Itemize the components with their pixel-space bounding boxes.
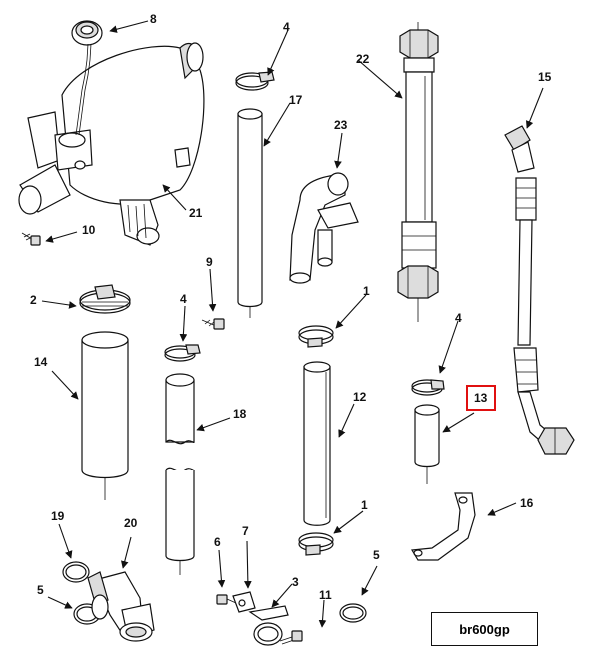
callout-5-left: 5 — [37, 583, 44, 597]
part-2-hose-clamp — [79, 284, 131, 314]
callout-2: 2 — [30, 293, 37, 307]
part-7-clip — [232, 591, 256, 613]
part-4-clamp-middle — [164, 344, 201, 362]
callout-15: 15 — [538, 70, 552, 84]
part-1-clamp-lower — [298, 532, 334, 556]
callout-12: 12 — [353, 390, 367, 404]
callout-4-right: 4 — [455, 311, 462, 325]
part-15-braided-hose — [504, 125, 575, 455]
part-1-clamp-upper — [298, 325, 334, 348]
callout-22: 22 — [356, 52, 370, 66]
part-9-screw — [201, 318, 225, 330]
callout-20: 20 — [124, 516, 138, 530]
callout-8: 8 — [150, 12, 157, 26]
callout-6: 6 — [214, 535, 221, 549]
part-4-clamp-top — [235, 71, 275, 91]
part-14-tube — [81, 331, 129, 500]
part-20-elbow-fitting — [87, 571, 155, 642]
part-5-o-ring-right — [339, 603, 367, 623]
callout-11: 11 — [319, 588, 332, 602]
part-13-short-tube — [414, 404, 440, 484]
part-3-p-clamp — [248, 605, 289, 646]
callout-23: 23 — [334, 118, 348, 132]
callout-13[interactable]: 13 — [474, 391, 488, 405]
part-11-bolt — [279, 630, 303, 645]
part-19-o-ring — [62, 561, 90, 583]
callout-21: 21 — [189, 206, 203, 220]
part-23-bracketed-tube — [289, 172, 359, 284]
part-16-bracket — [410, 492, 476, 561]
part-21-air-cleaner-housing — [18, 42, 205, 246]
callout-9: 9 — [206, 255, 213, 269]
callout-10: 10 — [82, 223, 96, 237]
part-4-clamp-right — [411, 379, 445, 396]
callout-1-lower: 1 — [361, 498, 368, 512]
part-12-tube — [303, 361, 331, 526]
part-18-tube — [165, 373, 195, 575]
part-22-hose-assembly — [397, 22, 439, 322]
part-10-screw — [21, 232, 41, 246]
reference-code-box: br600gp — [431, 612, 538, 646]
callout-5-right: 5 — [373, 548, 380, 562]
callout-4-top: 4 — [283, 20, 290, 34]
callout-1-upper: 1 — [363, 284, 370, 298]
callout-4-middle: 4 — [180, 292, 187, 306]
callout-7: 7 — [242, 524, 249, 538]
part-6-screw — [216, 594, 237, 605]
callout-18: 18 — [233, 407, 247, 421]
callout-3: 3 — [292, 575, 299, 589]
callout-14: 14 — [34, 355, 48, 369]
part-8-cap — [71, 20, 103, 136]
callout-19: 19 — [51, 509, 65, 523]
callout-16: 16 — [520, 496, 534, 510]
part-17-tube — [237, 108, 263, 318]
callout-17: 17 — [289, 93, 303, 107]
leader-lines — [41, 20, 544, 628]
selected-part-highlight — [466, 385, 496, 411]
